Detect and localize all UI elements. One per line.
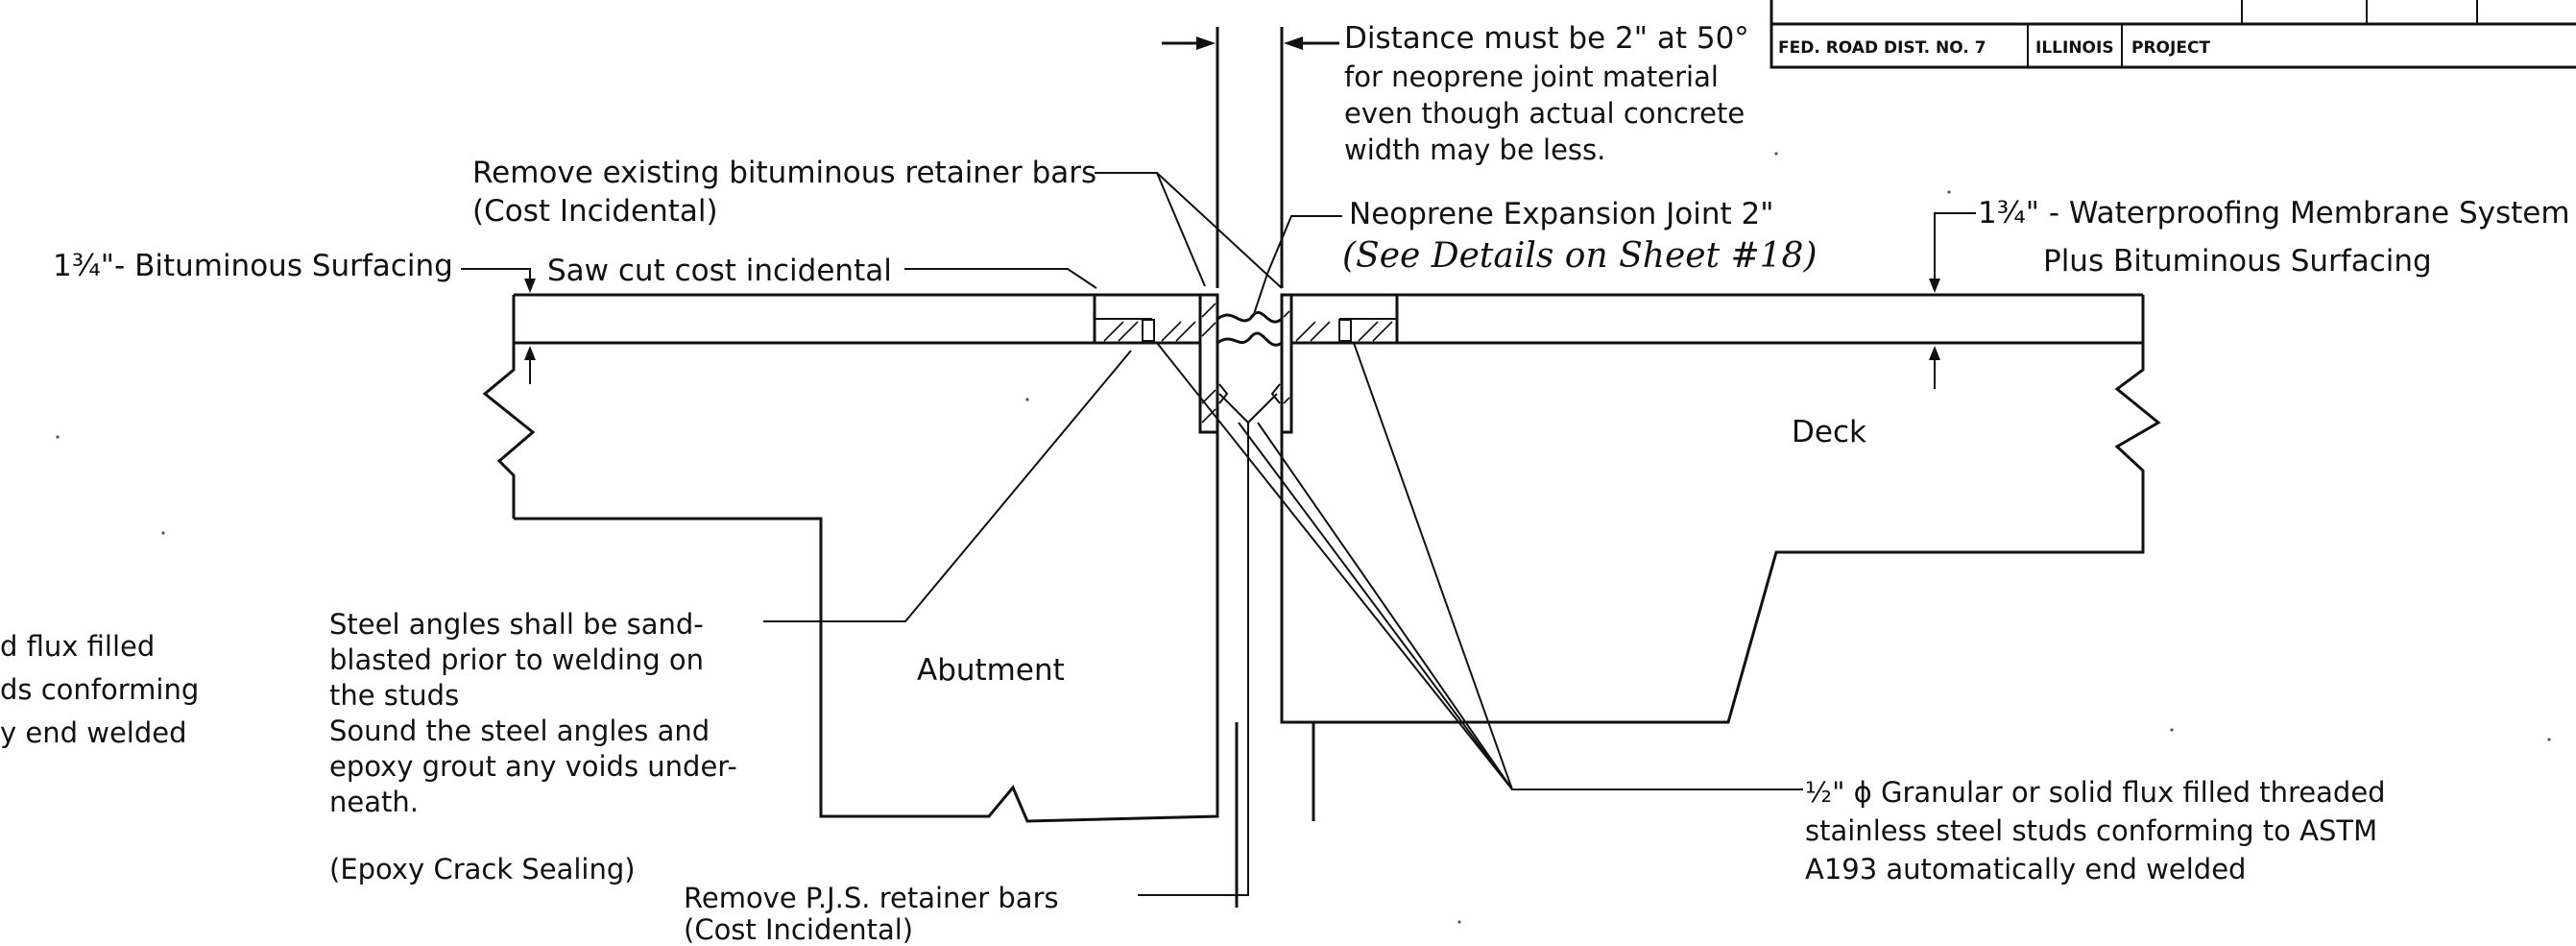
waterproofing-line-2: Plus Bituminous Surfacing [2043,244,2432,279]
title-block: FED. ROAD DIST. NO. 7 ILLINOIS PROJECT [1769,0,2576,69]
distance-note-line-2: for neoprene joint material [1344,61,1719,93]
joint-gap-dimension [1162,27,1339,288]
deck-label: Deck [1792,415,1866,449]
cut-off-note-line-1: d flux filled [0,630,155,663]
distance-note-line-4: width may be less. [1344,133,1605,166]
studs-line-3: A193 automatically end welded [1805,853,2246,885]
deck-outline [1235,343,2145,908]
distance-note-line-1: Distance must be 2" at 50° [1344,21,1749,56]
steel-angle-left [1093,293,1219,434]
cut-off-note-line-2: ds conforming [0,673,199,706]
steel-angle-right [1280,293,1399,434]
remove-pjs-line-1: Remove P.J.S. retainer bars [684,882,1059,914]
saw-cut-label: Saw cut cost incidental [547,254,892,288]
neoprene-joint-label: Neoprene Expansion Joint 2" [1349,197,1773,231]
neoprene-seal [1216,310,1283,404]
deck-slab [482,293,2161,519]
title-block-cell-state: ILLINOIS [2035,38,2114,58]
surfacing-dimension-left [461,268,536,384]
steel-angles-line-2: blasted prior to welding on [329,643,704,676]
surfacing-dimension-right [1929,212,1976,389]
steel-angles-line-3: the studs [329,679,459,712]
studs-line-2: stainless steel studs conforming to ASTM [1805,814,2377,847]
remove-bituminous-line-1: Remove existing bituminous retainer bars [472,156,1096,190]
remove-pjs-line-2: (Cost Incidental) [684,913,913,946]
studs-line-1: ½" ϕ Granular or solid flux filled threa… [1805,776,2386,809]
see-details-label: (See Details on Sheet #18) [1342,236,1818,276]
waterproofing-line-1: 1¾" - Waterproofing Membrane System [1978,196,2570,230]
epoxy-label: (Epoxy Crack Sealing) [329,853,636,885]
steel-angles-line-4: Sound the steel angles and [329,715,710,747]
steel-angles-line-6: neath. [329,786,419,818]
distance-note-line-3: even though actual concrete [1344,97,1745,130]
scan-specks [56,152,2551,924]
cut-off-note-line-3: y end welded [0,716,187,749]
leader-lines [763,172,1803,896]
title-block-cell-district: FED. ROAD DIST. NO. 7 [1778,38,1986,58]
steel-angles-line-5: epoxy grout any voids under- [329,750,737,783]
remove-bituminous-line-2: (Cost Incidental) [472,194,718,229]
title-block-cell-project: PROJECT [2131,38,2210,58]
abutment-label: Abutment [917,653,1065,688]
steel-angles-line-1: Steel angles shall be sand- [329,608,704,641]
left-surfacing-label: 1¾"- Bituminous Surfacing [53,249,453,283]
